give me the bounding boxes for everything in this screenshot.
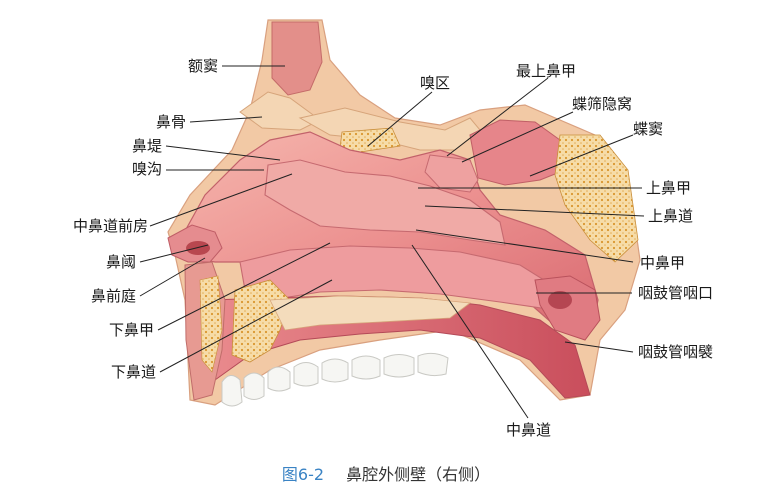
label-inferior-turbinate: 下鼻甲 [108, 321, 154, 339]
label-olfactory-sulcus: 嗅沟 [131, 160, 162, 178]
eustachian-orifice-shape [534, 275, 601, 341]
frontal-sinus-shape [271, 21, 323, 96]
label-frontal-sinus: 额窦 [187, 57, 218, 75]
label-eustachian-torus: 咽鼓管咽襞 [638, 343, 714, 361]
label-superior-turbinate: 上鼻甲 [646, 179, 692, 197]
label-superior-meatus: 上鼻道 [648, 207, 694, 225]
label-middle-meatus-atrium: 中鼻道前房 [72, 217, 148, 235]
palate-strip [269, 295, 472, 331]
label-nasal-vestibule: 鼻前庭 [90, 287, 136, 305]
sphenoid-bone-shape [554, 134, 639, 263]
label-middle-turbinate: 中鼻甲 [640, 254, 686, 272]
leader-lines [139, 65, 645, 419]
figure-title: 鼻腔外侧壁（右侧） [346, 465, 491, 484]
figure-number: 图6-2 [281, 465, 325, 484]
label-limen-nasi: 鼻阈 [105, 253, 136, 271]
label-sphenoid-sinus: 蝶窦 [633, 120, 664, 138]
label-sphenoethmoidal-recess: 蝶筛隐窝 [572, 95, 633, 113]
label-eustachian-orifice: 咽鼓管咽口 [638, 284, 714, 302]
teeth [221, 352, 449, 407]
label-middle-meatus: 中鼻道 [506, 421, 552, 439]
label-supreme-turbinate: 最上鼻甲 [516, 62, 577, 80]
label-agger-nasi: 鼻堤 [131, 137, 162, 155]
label-inferior-meatus: 下鼻道 [110, 363, 156, 381]
eustachian-opening [548, 291, 572, 309]
middle-turbinate-shape [264, 159, 506, 246]
figure-caption: 图6-2 鼻腔外侧壁（右侧） [0, 461, 772, 485]
label-olfactory-region: 嗅区 [420, 74, 451, 92]
label-nasal-bone: 鼻骨 [155, 113, 186, 131]
superior-turbinate-shape [424, 154, 479, 193]
